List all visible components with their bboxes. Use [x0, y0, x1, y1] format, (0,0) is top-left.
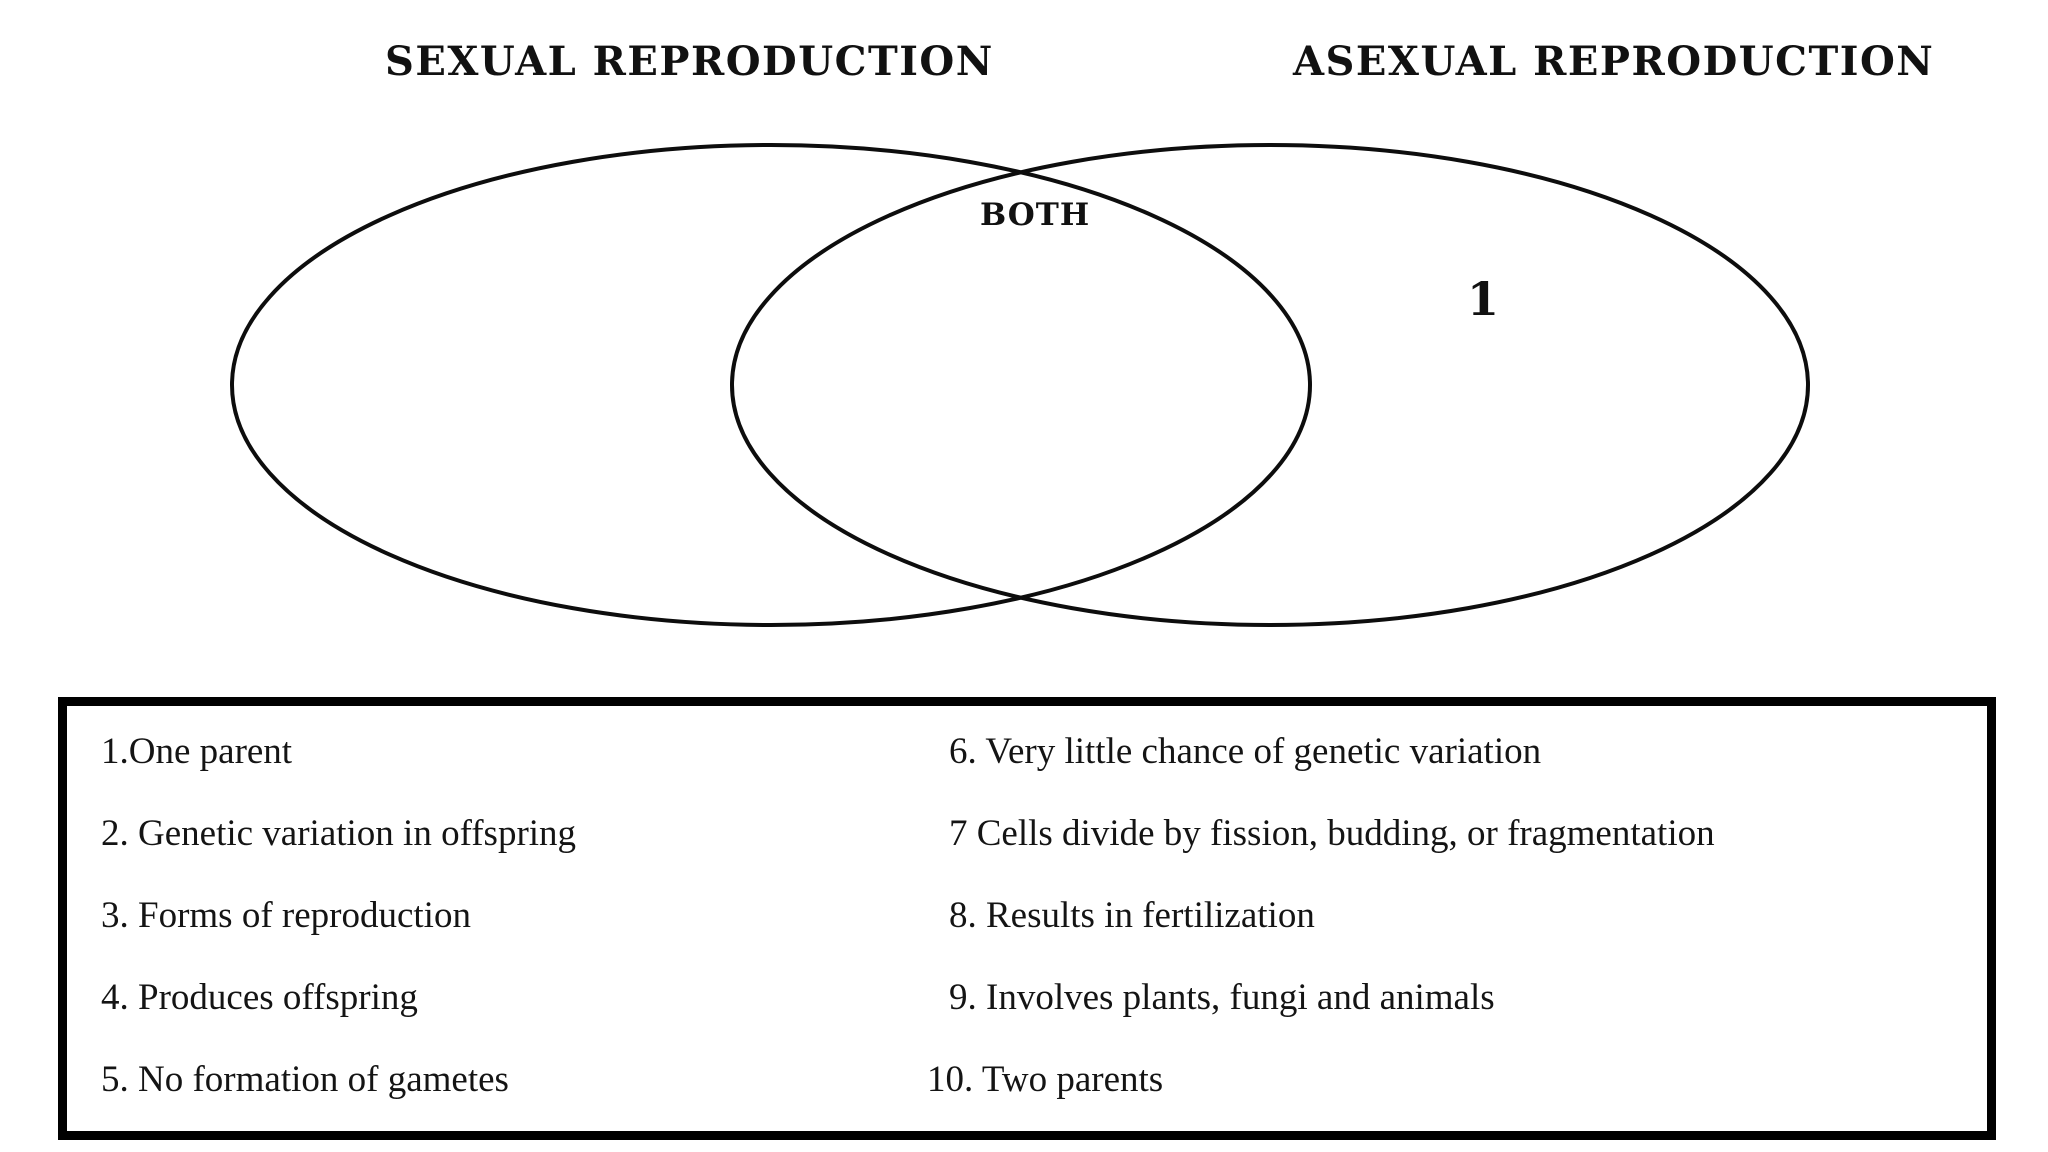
list-item[interactable]: 8. Results in fertilization — [949, 895, 1315, 936]
list-item[interactable]: 1.One parent — [101, 731, 293, 772]
list-item[interactable]: 9. Involves plants, fungi and animals — [949, 977, 1495, 1018]
venn-overlap-label-both: BOTH — [980, 197, 1091, 233]
list-item[interactable]: 6. Very little chance of genetic variati… — [949, 731, 1542, 772]
list-item[interactable]: 3. Forms of reproduction — [101, 895, 471, 936]
answer-bank-content: 1.One parent 2. Genetic variation in off… — [67, 706, 1987, 1131]
answer-bank-box: 1.One parent 2. Genetic variation in off… — [58, 697, 1996, 1140]
venn-right-circle-heading: ASEXUAL REPRODUCTION — [1293, 38, 1935, 85]
venn-right-region-entry[interactable]: 1 — [1467, 272, 1500, 326]
list-item[interactable]: 2. Genetic variation in offspring — [101, 813, 577, 854]
venn-diagram — [230, 143, 1810, 627]
list-item[interactable]: 5. No formation of gametes — [101, 1059, 509, 1100]
list-item[interactable]: 7 Cells divide by fission, budding, or f… — [949, 813, 1715, 854]
answer-bank-right-column: 6. Very little chance of genetic variati… — [927, 706, 1947, 1131]
list-item[interactable]: 4. Produces offspring — [101, 977, 418, 1018]
venn-right-ellipse[interactable] — [730, 143, 1810, 627]
venn-left-circle-heading: SEXUAL REPRODUCTION — [385, 38, 994, 85]
answer-bank-left-column: 1.One parent 2. Genetic variation in off… — [101, 706, 941, 1131]
list-item[interactable]: 10. Two parents — [927, 1059, 1164, 1100]
venn-left-ellipse[interactable] — [230, 143, 1312, 627]
